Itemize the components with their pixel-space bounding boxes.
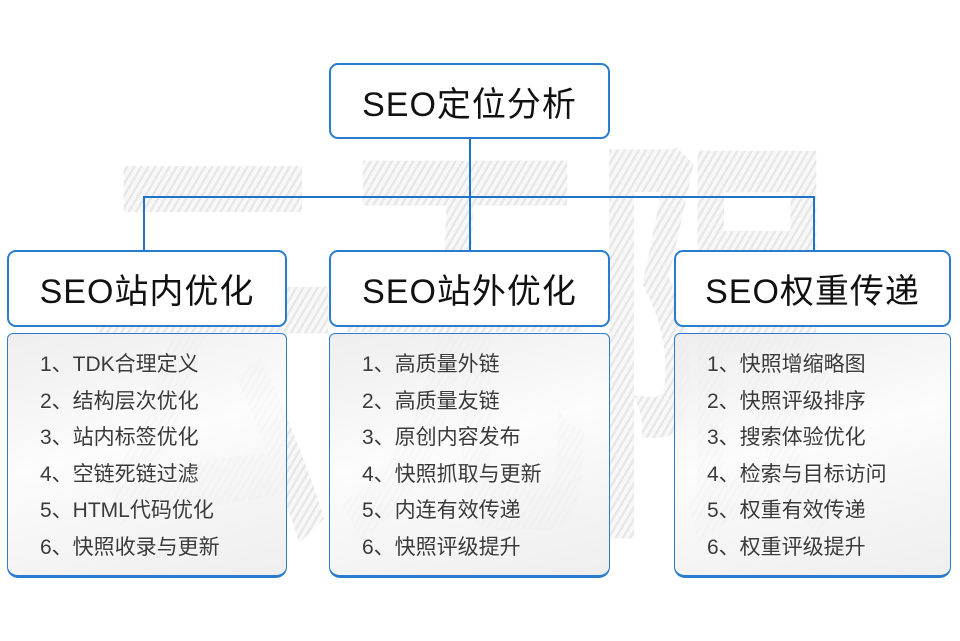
list-item: 3、原创内容发布 [362,426,521,449]
list-item: 3、站内标签优化 [40,426,199,449]
list-item: 4、检索与目标访问 [707,462,887,486]
list-item: 1、TDK合理定义 [40,353,199,376]
list-item: 4、空链死链过滤 [40,462,199,486]
connector-drop-middle [469,196,471,252]
list-box-weight-transfer: 1、快照增缩略图 2、快照评级排序 3、搜索体验优化 4、检索与目标访问 5、权… [674,333,951,578]
list-item: 5、HTML代码优化 [40,499,214,522]
connector-root-down [469,139,471,197]
list-item: 1、高质量外链 [362,353,500,376]
list-item: 3、搜索体验优化 [707,426,866,449]
list-item: 1、快照增缩略图 [707,353,866,376]
connector-drop-left [143,196,145,252]
root-node-seo-positioning: SEO定位分析 [329,63,610,139]
list-item: 4、快照抓取与更新 [362,462,542,486]
list-item: 5、权重有效传递 [707,499,866,522]
list-item: 6、快照收录与更新 [40,535,220,559]
connector-drop-right [813,196,815,252]
connector-horizontal [143,196,815,198]
list-box-offsite-seo: 1、高质量外链 2、高质量友链 3、原创内容发布 4、快照抓取与更新 5、内连有… [329,333,610,578]
list-item: 2、结构层次优化 [40,389,199,413]
list-box-onsite-seo: 1、TDK合理定义 2、结构层次优化 3、站内标签优化 4、空链死链过滤 5、H… [7,333,287,578]
list-item: 2、快照评级排序 [707,389,866,413]
header-node-onsite-seo: SEO站内优化 [7,250,287,327]
list-item: 6、权重评级提升 [707,535,866,559]
header-node-offsite-seo: SEO站外优化 [329,250,610,327]
list-item: 2、高质量友链 [362,389,500,413]
header-node-weight-transfer: SEO权重传递 [674,250,951,327]
list-item: 6、快照评级提升 [362,535,521,559]
list-item: 5、内连有效传递 [362,499,521,522]
